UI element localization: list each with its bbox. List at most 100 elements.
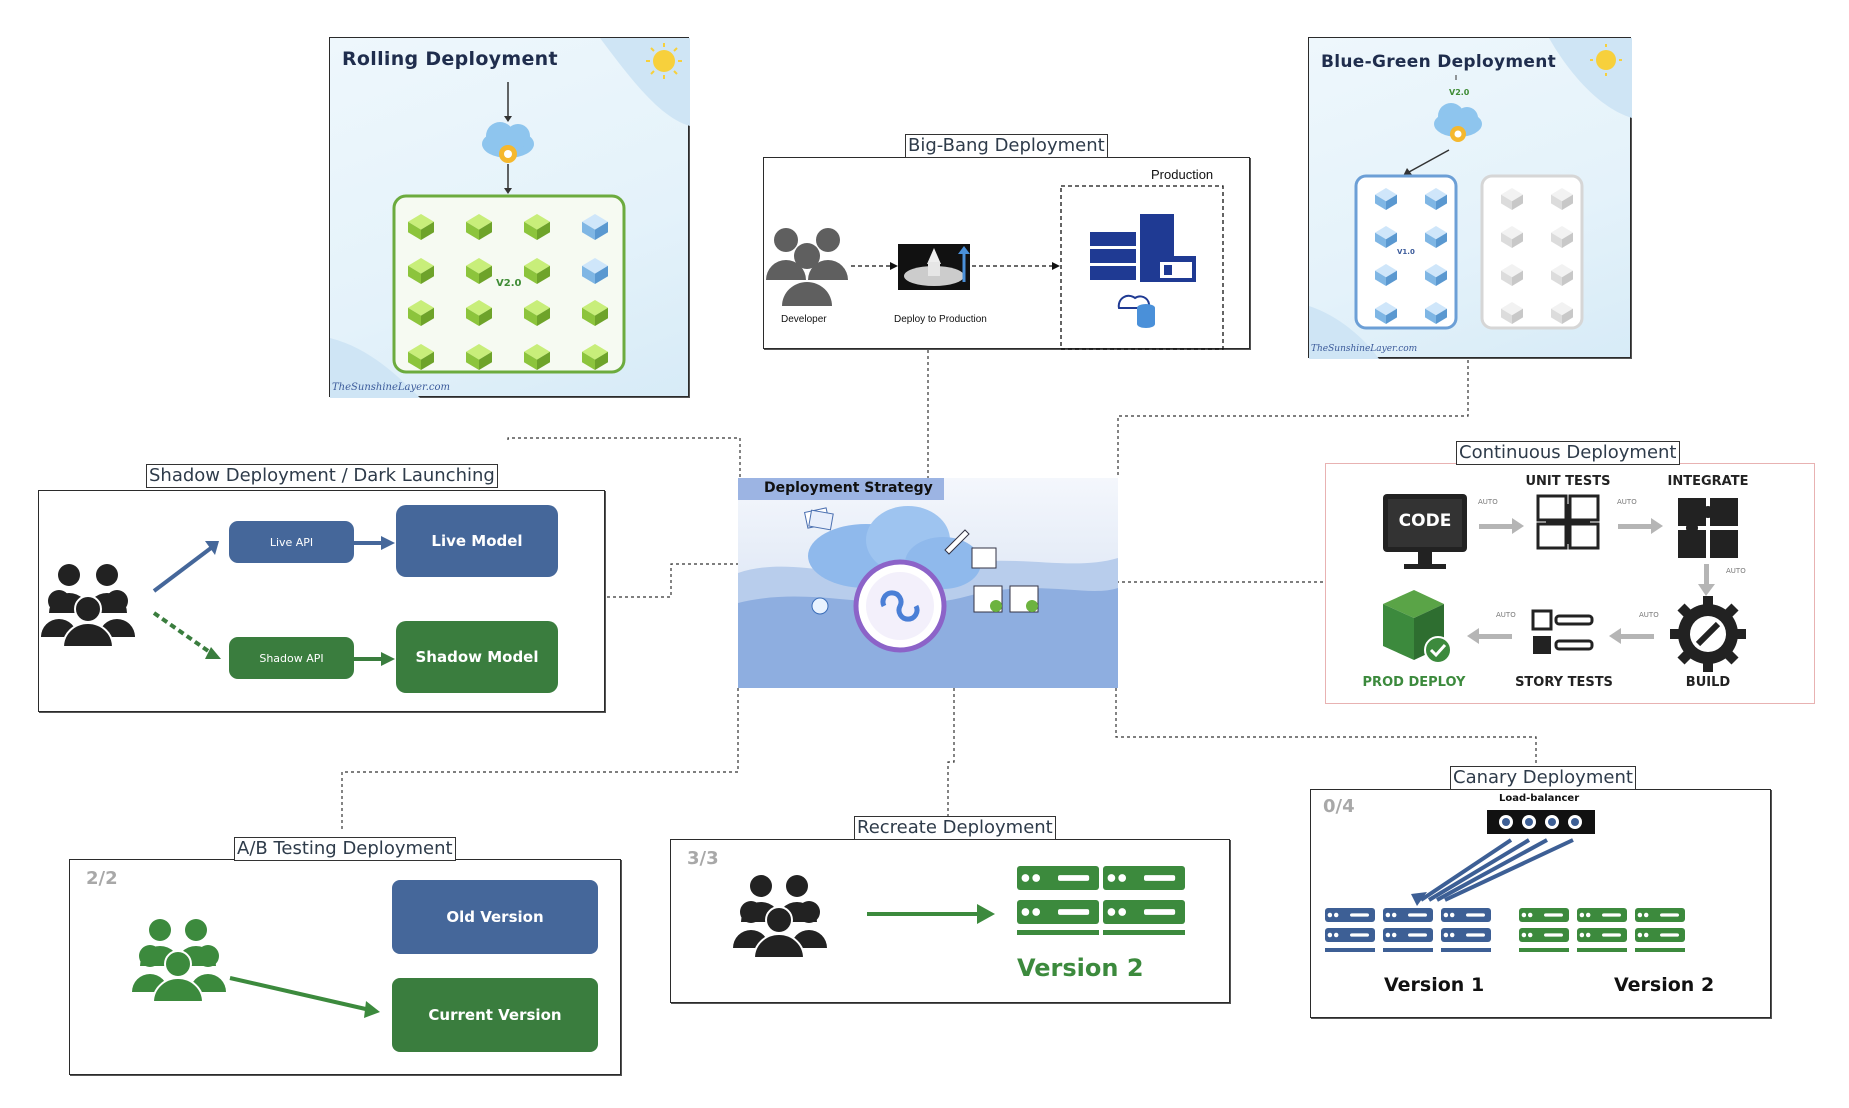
auto-tag: AUTO — [1496, 611, 1516, 619]
server-cube-icon — [1375, 188, 1397, 210]
bluegreen-title: Blue-Green Deployment — [1321, 52, 1557, 72]
server-cube-icon — [466, 344, 492, 370]
canary-card: 0/4 Load-balancer Version 1 Version 2 — [1310, 789, 1771, 1018]
server-cube-icon — [524, 300, 550, 326]
auto-tag: AUTO — [1617, 498, 1637, 506]
shadow-graphic — [41, 536, 395, 666]
server-rack-icon — [1577, 928, 1627, 942]
server-cube-icon — [582, 344, 608, 370]
auto-tag: AUTO — [1639, 611, 1659, 619]
production-servers-icon — [1090, 214, 1196, 328]
server-cube-icon — [582, 258, 608, 284]
server-cube-icon — [582, 300, 608, 326]
story-tests-icon — [1531, 609, 1594, 654]
rolling-graphic — [330, 38, 690, 398]
canary-version1-label: Version 1 — [1384, 974, 1485, 996]
deploy-label: Deploy to Production — [894, 314, 987, 325]
server-rack-icon — [1519, 908, 1569, 922]
recreate-graphic — [733, 866, 1185, 959]
developer-label: Developer — [781, 314, 827, 325]
bluegreen-card: Blue-Green Deployment V2.0 V1.0 TheSunsh… — [1308, 37, 1632, 359]
sun-icon — [1590, 44, 1622, 76]
users-group-icon — [733, 875, 827, 959]
server-cube-icon — [582, 214, 608, 240]
rolling-watermark: TheSunshineLayer.com — [332, 382, 451, 393]
server-cube-icon — [408, 214, 434, 240]
shadow-card: Live API Live Model Shadow API Shadow Mo… — [38, 490, 605, 712]
production-label: Production — [1151, 167, 1214, 182]
code-monitor-icon — [1383, 494, 1467, 569]
ab-step: 2/2 — [86, 868, 118, 889]
continuous-graphic — [1383, 494, 1746, 672]
recreate-title: Recreate Deployment — [854, 816, 1056, 840]
ab-graphic — [132, 919, 380, 1018]
canary-version2-label: Version 2 — [1614, 974, 1715, 996]
server-cube-icon — [524, 344, 550, 370]
ab-card: 2/2 Old Version Current Version — [69, 859, 621, 1075]
server-cube-icon — [1375, 226, 1397, 248]
server-rack-icon — [1383, 908, 1433, 922]
live-model-box: Live Model — [396, 505, 558, 577]
bigbang-graphic — [766, 185, 1224, 350]
bluegreen-old-version: V1.0 — [1397, 248, 1415, 256]
load-balancer-icon — [1487, 810, 1595, 834]
auto-tag: AUTO — [1478, 498, 1498, 506]
server-cube-icon — [1501, 226, 1523, 248]
canary-step: 0/4 — [1323, 796, 1355, 817]
server-cube-icon — [466, 258, 492, 284]
continuous-card: CODE UNIT TESTS INTEGRATE BUILD STORY TE… — [1325, 463, 1815, 704]
center-card: Deployment Strategy — [738, 478, 1118, 688]
rocket-icon — [898, 244, 970, 290]
cloud-icon — [1434, 103, 1482, 142]
build-label: BUILD — [1685, 675, 1731, 690]
server-cube-icon — [1551, 226, 1573, 248]
rolling-title: Rolling Deployment — [342, 48, 558, 70]
server-cube-icon — [466, 214, 492, 240]
sun-icon — [646, 43, 682, 79]
bluegreen-watermark: TheSunshineLayer.com — [1311, 344, 1418, 354]
server-rack-icon — [1519, 928, 1569, 942]
server-cube-icon — [1375, 302, 1397, 324]
server-rack-icon — [1441, 928, 1491, 942]
shadow-model-box: Shadow Model — [396, 621, 558, 693]
server-cube-icon — [466, 300, 492, 326]
server-cube-icon — [524, 214, 550, 240]
integrate-label: INTEGRATE — [1667, 474, 1749, 489]
prod-deploy-box-icon — [1383, 590, 1452, 664]
unit-tests-label: UNIT TESTS — [1525, 474, 1611, 489]
bluegreen-graphic — [1309, 38, 1632, 359]
recreate-card: 3/3 Version 2 — [670, 839, 1230, 1003]
shadow-title: Shadow Deployment / Dark Launching — [146, 464, 498, 488]
prod-deploy-label: PROD DEPLOY — [1362, 675, 1466, 690]
rolling-card: Rolling Deployment V2.0 TheSunshineLayer… — [329, 37, 690, 398]
server-rack-icon — [1383, 928, 1433, 942]
bluegreen-new-version: V2.0 — [1449, 88, 1470, 97]
server-cube-icon — [1551, 188, 1573, 210]
unit-tests-icon — [1536, 494, 1600, 550]
bigbang-card: Production Developer Deploy to Productio… — [763, 157, 1250, 350]
live-api-box: Live API — [229, 521, 354, 563]
build-gear-icon — [1670, 596, 1746, 672]
server-cube-icon — [408, 344, 434, 370]
users-group-icon — [41, 564, 135, 648]
center-illustration — [738, 478, 1118, 688]
server-rack-icon — [1103, 900, 1185, 924]
canary-title: Canary Deployment — [1450, 766, 1636, 790]
developer-group-icon — [766, 228, 848, 306]
server-rack-icon — [1325, 928, 1375, 942]
server-rack-icon — [1103, 866, 1185, 890]
server-rack-icon — [1635, 908, 1685, 922]
server-rack-icon — [1017, 866, 1099, 890]
server-rack-icon — [1017, 900, 1099, 924]
current-version-box: Current Version — [392, 978, 598, 1052]
shadow-api-box: Shadow API — [229, 637, 354, 679]
integrate-puzzle-icon — [1678, 498, 1738, 558]
server-cube-icon — [1425, 226, 1447, 248]
server-rack-icon — [1325, 908, 1375, 922]
load-balancer-label: Load-balancer — [1499, 793, 1580, 804]
server-rack-icon — [1441, 908, 1491, 922]
old-version-box: Old Version — [392, 880, 598, 954]
server-cube-icon — [408, 300, 434, 326]
server-cube-icon — [1551, 302, 1573, 324]
recreate-version-label: Version 2 — [1017, 954, 1144, 982]
